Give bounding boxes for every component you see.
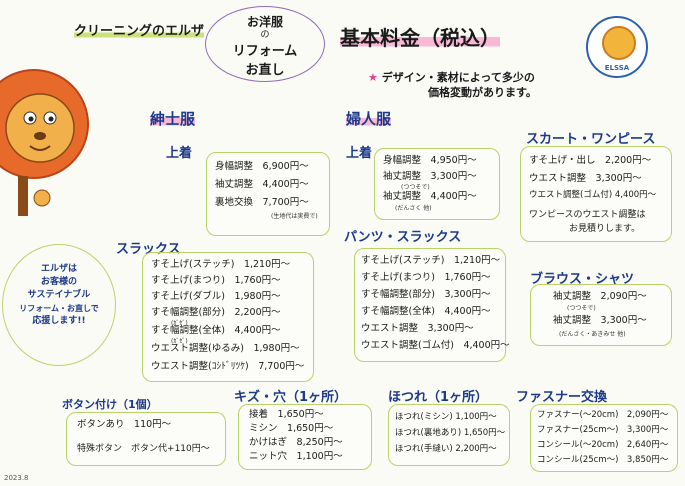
- price-row: ほつれ(手縫い) 2,200円～: [395, 444, 497, 454]
- buttons-title: ボタン付け（1個）: [62, 398, 158, 411]
- blouse-note-1: (つつそで): [567, 305, 596, 312]
- zipper-box: ファスナー(～20cm) 2,090円～ ファスナー(25cm～) 3,300円…: [530, 404, 678, 472]
- blouse-title: ブラウス・シャツ: [530, 272, 635, 287]
- mens-slacks-label: スラックス: [116, 242, 181, 257]
- price-row: ウエスト調整 3,300円～: [361, 323, 474, 334]
- mens-title: 紳士服: [150, 110, 196, 128]
- price-row: すそ上げ(ステッチ) 1,210円～: [151, 259, 291, 270]
- price-row: すそ幅調整(部分) 3,300円～: [361, 289, 491, 300]
- mascot-line-5: 応援します!!: [32, 316, 86, 326]
- mens-jacket-box: 身幅調整 6,900円～ 袖丈調整 4,400円～ 裏地交換 7,700円～ (…: [206, 152, 330, 236]
- price-row: 袖丈調整 3,300円～: [553, 315, 647, 326]
- price-row: すそ上げ(ステッチ) 1,210円～: [361, 255, 501, 266]
- price-row: ウエスト調整 3,300円～: [529, 173, 642, 184]
- slacks-note-1: (ｶﾞｾﾞ): [171, 320, 188, 327]
- price-row: ウエスト調整(ｺｼﾄﾞﾘﾂｹ) 7,700円～: [151, 361, 305, 372]
- price-row: すそ上げ(ダブル) 1,980円～: [151, 291, 281, 302]
- price-row: ウエスト調整(ゴム付) 4,400円～: [361, 340, 510, 351]
- date-stamp: 2023.8: [4, 474, 29, 482]
- womens-title: 婦人服: [346, 110, 392, 128]
- logo-text: ELSSA: [604, 64, 630, 72]
- price-row: ほつれ(裏地あり) 1,650円～: [395, 428, 506, 438]
- price-row: 袖丈調整 3,300円～: [383, 171, 477, 182]
- mascot-line-1: エルザは: [40, 264, 77, 274]
- page-title: 基本料金（税込）: [340, 26, 500, 50]
- price-row: 袖丈調整 4,400円～: [215, 179, 309, 190]
- mascot-line-3: サステイナブル: [27, 290, 91, 300]
- lion-logo-icon: [602, 26, 636, 60]
- oval-line-3: リフォーム: [232, 44, 298, 59]
- womens-jacket-label: 上着: [346, 146, 373, 161]
- holes-title: キズ・穴（1ヶ所）: [234, 390, 348, 405]
- price-row: 接着 1,650円～: [249, 409, 324, 420]
- womens-jacket-box: 身幅調整 4,950円～ 袖丈調整 3,300円～ (つつそで) 袖丈調整 4,…: [374, 148, 500, 220]
- price-row: ほつれ(ミシン) 1,100円～: [395, 412, 497, 422]
- blouse-note-2: (だんさく・あきみせ 他): [559, 331, 626, 338]
- price-row: 裏地交換 7,700円～: [215, 197, 309, 208]
- price-row: コンシール(～20cm) 2,640円～: [537, 440, 669, 450]
- skirt-note-1: ワンピースのウエスト調整は: [529, 210, 646, 220]
- price-row: すそ幅調整(全体) 4,400円～: [151, 325, 281, 336]
- skirt-box: すそ上げ・出し 2,200円～ ウエスト調整 3,300円～ ウエスト調整(ゴム…: [520, 146, 672, 242]
- oval-line-4: お直し: [245, 63, 285, 78]
- blouse-box: 袖丈調整 2,090円～ (つつそで) 袖丈調整 3,300円～ (だんさく・あ…: [530, 284, 672, 346]
- price-row: すそ幅調整(全体) 4,400円～: [361, 306, 491, 317]
- mascot-line-4: リフォーム・お直しで: [19, 304, 99, 313]
- mens-slacks-box: すそ上げ(ステッチ) 1,210円～ すそ上げ(まつり) 1,760円～ すそ上…: [142, 252, 314, 382]
- womens-jacket-note-2: (だんさく 他): [395, 205, 432, 212]
- price-row: コンシール(25cm～) 3,850円～: [537, 455, 669, 465]
- price-row: ニット穴 1,100円～: [249, 451, 343, 462]
- fraying-box: ほつれ(ミシン) 1,100円～ ほつれ(裏地あり) 1,650円～ ほつれ(手…: [388, 404, 510, 466]
- shop-name: クリーニングのエルザ: [74, 24, 205, 39]
- price-row: 特殊ボタン ボタン代+110円～: [77, 444, 210, 454]
- price-row: 身幅調整 4,950円～: [383, 155, 477, 166]
- holes-box: 接着 1,650円～ ミシン 1,650円～ かけはぎ 8,250円～ ニット穴…: [238, 404, 372, 470]
- womens-jacket-note-1: (つつそで): [401, 184, 430, 191]
- mascot-line-2: お客様の: [40, 277, 77, 287]
- price-row: 身幅調整 6,900円～: [215, 161, 309, 172]
- price-row: ウエスト調整(ゆるみ) 1,980円～: [151, 343, 300, 354]
- price-row: すそ幅調整(部分) 2,200円～: [151, 307, 281, 318]
- price-row: かけはぎ 8,250円～: [249, 437, 343, 448]
- oval-line-2: の: [260, 30, 270, 40]
- mascot-message-bubble: エルザは お客様の サステイナブル リフォーム・お直しで 応援します!!: [2, 244, 116, 366]
- reform-oval: お洋服 の リフォーム お直し: [205, 6, 325, 82]
- price-row: 袖丈調整 2,090円～: [553, 291, 647, 302]
- price-row: ウエスト調整(ゴム付) 4,400円～: [529, 190, 657, 200]
- price-row: ボタンあり 110円～: [77, 419, 172, 430]
- slacks-note-2: (ｶﾞｾﾞ): [171, 338, 188, 345]
- buttons-box: ボタンあり 110円～ 特殊ボタン ボタン代+110円～: [66, 412, 226, 466]
- womens-pants-box: すそ上げ(ステッチ) 1,210円～ すそ上げ(まつり) 1,760円～ すそ幅…: [354, 248, 510, 362]
- fraying-title: ほつれ（1ヶ所）: [388, 390, 489, 405]
- price-row: 袖丈調整 4,400円～: [383, 191, 477, 202]
- skirt-title: スカート・ワンピース: [526, 132, 656, 147]
- womens-pants-label: パンツ・スラックス: [344, 230, 462, 245]
- price-row: ファスナー(～20cm) 2,090円～: [537, 410, 669, 420]
- price-row: ミシン 1,650円～: [249, 423, 334, 434]
- mens-jacket-note: (生地代は実費で): [271, 213, 318, 220]
- lion-mascot-icon: [0, 58, 110, 218]
- oval-line-1: お洋服: [246, 15, 283, 29]
- mens-jacket-label: 上着: [166, 146, 193, 161]
- star-icon: ★: [368, 71, 378, 84]
- notice-line-2: 価格変動があります。: [428, 86, 537, 99]
- notice: ★ デザイン・素材によって多少の 価格変動があります。: [368, 70, 537, 100]
- elssa-logo: ELSSA: [586, 16, 648, 78]
- price-row: ファスナー(25cm～) 3,300円～: [537, 425, 669, 435]
- price-row: すそ上げ・出し 2,200円～: [529, 155, 652, 166]
- price-row: すそ上げ(まつり) 1,760円～: [361, 272, 491, 283]
- skirt-note-2: お見積りします。: [569, 224, 641, 234]
- price-row: すそ上げ(まつり) 1,760円～: [151, 275, 281, 286]
- zipper-title: ファスナー交換: [516, 390, 608, 405]
- notice-line-1: デザイン・素材によって多少の: [381, 71, 535, 84]
